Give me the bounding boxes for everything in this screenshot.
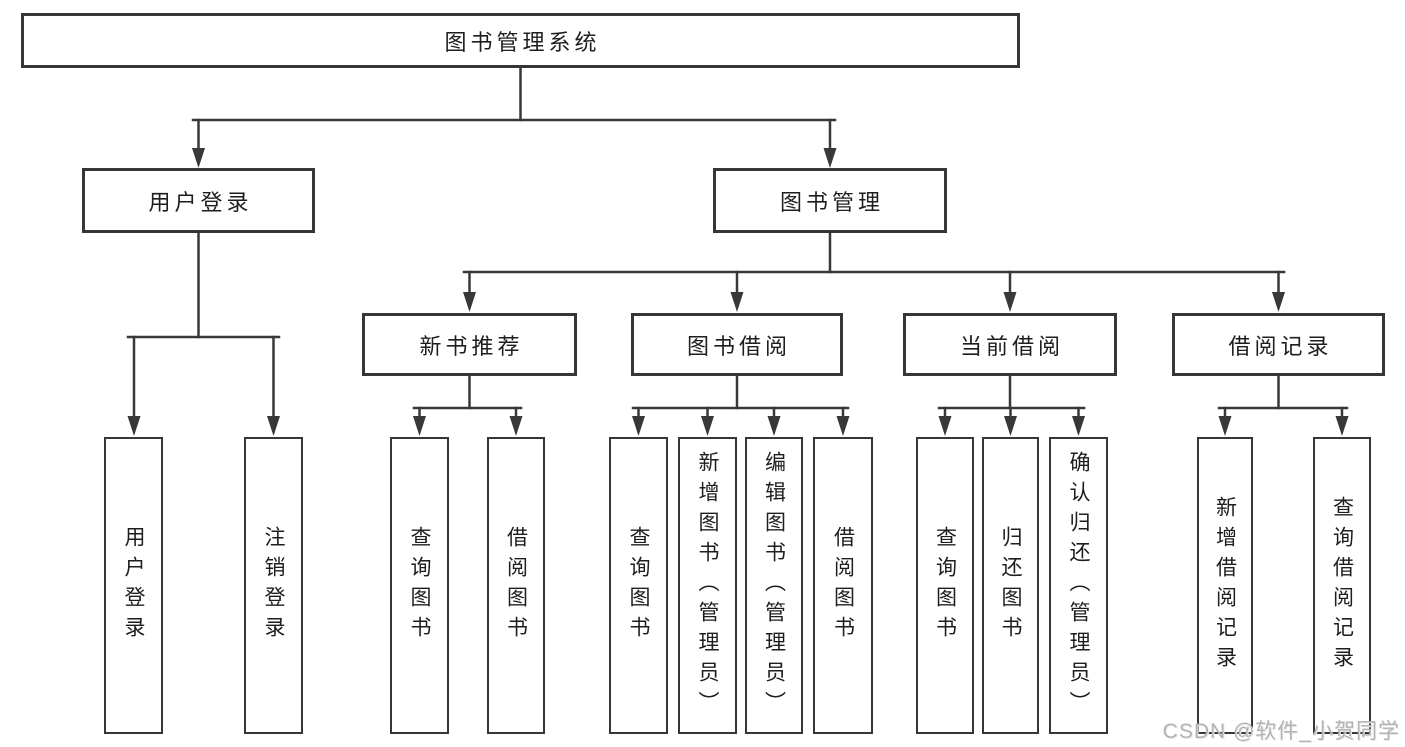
leaf-edit-books-admin-label: 编辑图书（管理员） [762,450,786,721]
leaf-logout-label: 注销登录 [262,525,285,646]
arrowhead [463,292,476,312]
leaf-user-login: 用户登录 [104,437,163,734]
leaf-query-books-3-label: 查询图书 [933,525,957,646]
arrowhead [938,416,952,436]
leaf-query-books-2: 查询图书 [609,437,668,734]
arrowhead [1004,416,1017,436]
leaf-query-books-2-label: 查询图书 [627,525,650,646]
leaf-return-books-label: 归还图书 [999,525,1022,646]
node-borrowing-records-label: 借阅记录 [1228,333,1333,359]
arrowhead [413,416,426,436]
arrowhead [509,416,523,436]
node-current-borrowing-label: 当前借阅 [959,333,1064,359]
leaf-add-borrow-record-label: 新增借阅记录 [1213,495,1237,676]
node-new-book-recommend-label: 新书推荐 [419,333,524,359]
node-book-management-label: 图书管理 [779,189,884,215]
node-user-login-label: 用户登录 [148,189,253,215]
node-library-system-label: 图书管理系统 [444,29,601,55]
node-book-management: 图书管理 [713,168,947,233]
leaf-logout: 注销登录 [244,437,303,734]
arrowhead [823,148,837,168]
csdn-watermark: CSDN @软件_小贺同学 [1162,720,1400,743]
node-current-borrowing: 当前借阅 [903,313,1117,376]
node-borrowing-records: 借阅记录 [1172,313,1385,376]
leaf-add-books-admin: 新增图书（管理员） [678,437,737,734]
arrowhead [730,292,744,312]
leaf-return-books: 归还图书 [982,437,1039,734]
arrowhead [767,416,781,436]
leaf-borrow-books-1: 借阅图书 [487,437,545,734]
leaf-query-books-1-label: 查询图书 [408,525,431,646]
leaf-query-books-1: 查询图书 [390,437,449,734]
arrowhead [267,416,280,436]
leaf-add-borrow-record: 新增借阅记录 [1197,437,1253,734]
leaf-borrow-books-1-label: 借阅图书 [504,525,528,646]
arrowhead [1272,292,1285,312]
arrowhead [632,416,645,436]
node-user-login: 用户登录 [82,168,315,233]
leaf-query-books-3: 查询图书 [916,437,974,734]
arrowhead [836,416,850,436]
arrowheads [127,148,1349,436]
arrowhead [127,416,141,436]
arrowhead [1335,416,1349,436]
arrowhead [1072,416,1085,436]
leaf-add-books-admin-label: 新增图书（管理员） [696,450,719,721]
leaf-query-borrow-record-label: 查询借阅记录 [1330,495,1354,676]
node-book-borrowing-label: 图书借阅 [686,333,791,359]
leaf-borrow-books-2: 借阅图书 [813,437,873,734]
leaf-confirm-return-admin-label: 确认归还（管理员） [1067,450,1090,721]
arrowhead [192,148,205,168]
node-book-borrowing: 图书借阅 [631,313,843,376]
leaf-edit-books-admin: 编辑图书（管理员） [745,437,803,734]
node-new-book-recommend: 新书推荐 [362,313,577,376]
leaf-query-borrow-record: 查询借阅记录 [1313,437,1371,734]
node-library-system: 图书管理系统 [21,13,1020,68]
arrowhead [1218,416,1232,436]
leaf-borrow-books-2-label: 借阅图书 [831,525,855,646]
leaf-confirm-return-admin: 确认归还（管理员） [1049,437,1108,734]
leaf-user-login-label: 用户登录 [122,525,145,646]
arrowhead [701,416,714,436]
arrowhead [1003,292,1017,312]
